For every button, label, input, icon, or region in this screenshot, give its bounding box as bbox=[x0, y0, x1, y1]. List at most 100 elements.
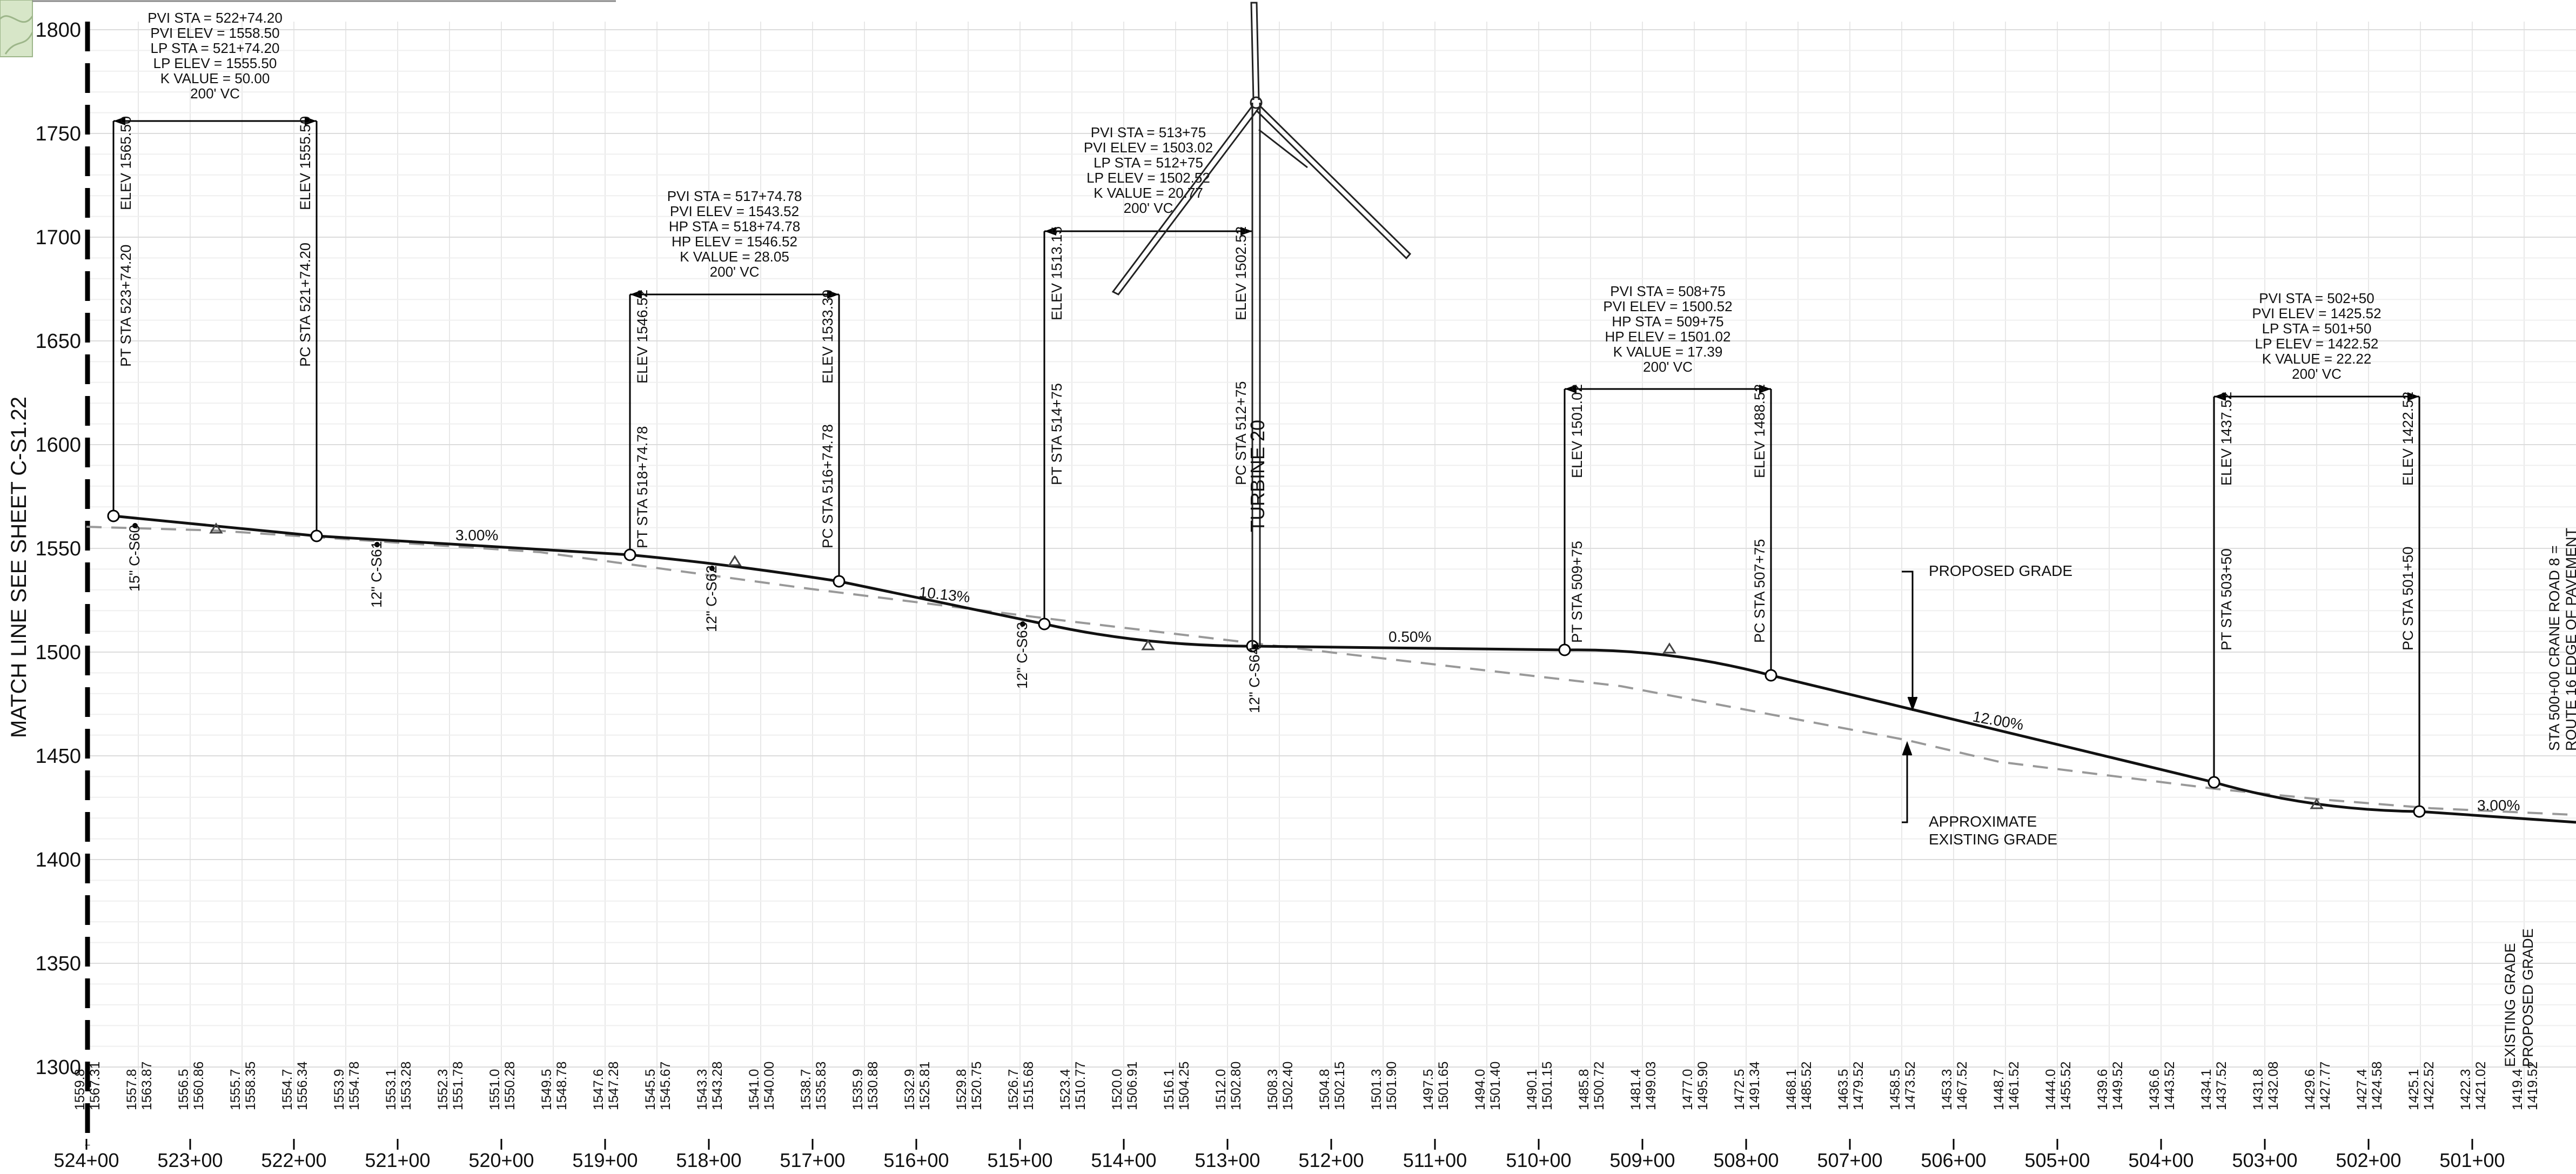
elevation-value: 1497.5 bbox=[1421, 1069, 1436, 1110]
elevation-value: 1436.6 bbox=[2147, 1069, 2162, 1110]
elevation-value: 1429.6 bbox=[2303, 1069, 2318, 1110]
vc-info-line: K VALUE = 50.00 bbox=[160, 70, 270, 86]
culvert-label: 12" C-S64 bbox=[1246, 646, 1263, 713]
grade-label: 3.00% bbox=[2477, 797, 2520, 814]
elevation-value: 1501.3 bbox=[1369, 1069, 1384, 1110]
elevation-value: 1491.34 bbox=[1747, 1062, 1762, 1110]
elevation-value: 1472.5 bbox=[1732, 1069, 1747, 1110]
vc-info-line: PVI ELEV = 1558.50 bbox=[150, 25, 279, 41]
culvert-marker bbox=[1252, 644, 1258, 649]
grade-label: 3.00% bbox=[455, 527, 498, 544]
vc-info-line: PVI ELEV = 1503.02 bbox=[1084, 139, 1213, 156]
elevation-value: 1468.1 bbox=[1784, 1069, 1799, 1110]
turbine-label: TURBINE 20 bbox=[1246, 420, 1269, 532]
elevation-value: 1523.4 bbox=[1058, 1069, 1073, 1110]
station-tick-label: 503+00 bbox=[2232, 1149, 2297, 1171]
station-tick-label: 513+00 bbox=[1195, 1149, 1260, 1171]
end-station-note: STA 500+00 CRANE ROAD 8 = bbox=[2546, 545, 2562, 751]
elevation-value: 1543.28 bbox=[710, 1062, 725, 1110]
elevation-value: 1532.9 bbox=[902, 1069, 917, 1110]
vc-info-line: 200' VC bbox=[710, 264, 760, 280]
elevation-value: 1502.40 bbox=[1280, 1062, 1296, 1110]
turbine-blade bbox=[1111, 105, 1260, 296]
elevation-value: 1529.8 bbox=[954, 1069, 969, 1110]
pt-station-label: PT STA 518+74.78 bbox=[634, 426, 650, 548]
elevation-value: 1554.78 bbox=[347, 1062, 362, 1110]
elevation-value: 1553.28 bbox=[399, 1062, 414, 1110]
elevation-value: 1501.90 bbox=[1384, 1062, 1399, 1110]
existing-grade-leader bbox=[1902, 744, 1908, 823]
station-tick-label: 518+00 bbox=[676, 1149, 741, 1171]
elevation-value: 1551.0 bbox=[487, 1069, 502, 1110]
elevation-value: 1549.5 bbox=[539, 1069, 554, 1110]
culvert-label: 12" C-S63 bbox=[1014, 622, 1030, 689]
elevation-value: 1530.88 bbox=[866, 1062, 881, 1110]
elevation-value: 1485.8 bbox=[1577, 1069, 1592, 1110]
map-thumbnail bbox=[0, 0, 33, 57]
triangle-marker bbox=[728, 555, 742, 566]
pc-station-label: PC STA 501+50 bbox=[2400, 547, 2416, 650]
elevation-value: 1540.00 bbox=[762, 1062, 777, 1110]
elevation-value: 1510.77 bbox=[1073, 1062, 1088, 1110]
elevation-value: 1553.9 bbox=[332, 1069, 347, 1110]
arrow-right-icon bbox=[2407, 392, 2419, 401]
elevation-value: 1432.08 bbox=[2266, 1062, 2281, 1110]
culvert-marker bbox=[374, 542, 380, 547]
elevation-value: 1567.31 bbox=[88, 1062, 103, 1110]
vc-info-line: LP STA = 501+50 bbox=[2262, 320, 2372, 337]
culvert-marker bbox=[132, 523, 138, 528]
elevation-value: 1502.80 bbox=[1229, 1062, 1244, 1110]
arrow-right-icon bbox=[1759, 385, 1771, 393]
elevation-value: 1535.83 bbox=[814, 1062, 829, 1110]
pt-elevation-label: ELEV 1546.52 bbox=[634, 290, 650, 384]
elevation-value: 1555.7 bbox=[228, 1069, 243, 1110]
pt-station-label: PT STA 514+75 bbox=[1049, 383, 1065, 485]
existing-grade-note: EXISTING GRADE bbox=[1929, 831, 2057, 848]
vc-info-line: PVI ELEV = 1500.52 bbox=[1603, 298, 1732, 314]
station-tick-label: 504+00 bbox=[2128, 1149, 2193, 1171]
arrow-icon bbox=[1902, 741, 1913, 756]
elevation-value: 1427.77 bbox=[2318, 1062, 2333, 1110]
elevation-value: 1538.7 bbox=[799, 1069, 814, 1110]
triangle-marker bbox=[209, 522, 223, 534]
elevation-value: 1421.02 bbox=[2473, 1062, 2488, 1110]
pt-elevation-label: ELEV 1437.52 bbox=[2218, 392, 2235, 486]
pt-station-label: PT STA 509+75 bbox=[1569, 541, 1585, 643]
elevation-value: 1448.7 bbox=[1991, 1069, 2007, 1110]
culvert-marker bbox=[1020, 621, 1025, 627]
elevation-value: 1526.7 bbox=[1006, 1069, 1021, 1110]
elevation-value: 1559.8 bbox=[72, 1069, 88, 1110]
vc-info-line: K VALUE = 17.39 bbox=[1613, 344, 1723, 360]
vc-info-line: LP ELEV = 1502.52 bbox=[1086, 170, 1210, 186]
elevation-tick-label: 1300 bbox=[35, 1056, 81, 1079]
pt-point bbox=[2208, 776, 2221, 789]
elevation-value: 1499.03 bbox=[1643, 1062, 1659, 1110]
culvert-label: 12" C-S61 bbox=[368, 541, 385, 608]
elevation-value: 1431.8 bbox=[2251, 1069, 2266, 1110]
elevation-value: 1422.52 bbox=[2421, 1062, 2437, 1110]
elevation-value: 1500.72 bbox=[1592, 1062, 1607, 1110]
vc-info-line: PVI ELEV = 1543.52 bbox=[670, 203, 799, 219]
vc-info-line: 200' VC bbox=[2292, 366, 2342, 382]
elevation-tick-label: 1650 bbox=[35, 330, 81, 353]
elevation-value: 1556.5 bbox=[176, 1069, 191, 1110]
elevation-value: 1520.75 bbox=[969, 1062, 984, 1110]
vc-info-line: K VALUE = 28.05 bbox=[680, 249, 789, 265]
vc-info-line: 200' VC bbox=[1643, 359, 1693, 375]
elevation-tick-label: 1500 bbox=[35, 641, 81, 664]
elevation-tick-label: 1550 bbox=[35, 538, 81, 560]
turbine-blade bbox=[1255, 105, 1412, 260]
existing-grade-row-label: EXISTING GRADE bbox=[2502, 943, 2518, 1067]
turbine-blade bbox=[1250, 2, 1260, 100]
elevation-value: 1506.91 bbox=[1125, 1062, 1140, 1110]
elevation-value: 1515.68 bbox=[1021, 1062, 1036, 1110]
elevation-value: 1437.52 bbox=[2214, 1062, 2229, 1110]
vc-info-line: HP STA = 509+75 bbox=[1612, 313, 1723, 330]
elevation-tick-label: 1800 bbox=[35, 19, 81, 42]
elevation-value: 1425.1 bbox=[2406, 1069, 2421, 1110]
arrow-right-icon bbox=[1240, 227, 1252, 236]
pt-station-label: PT STA 523+74.20 bbox=[118, 245, 134, 367]
